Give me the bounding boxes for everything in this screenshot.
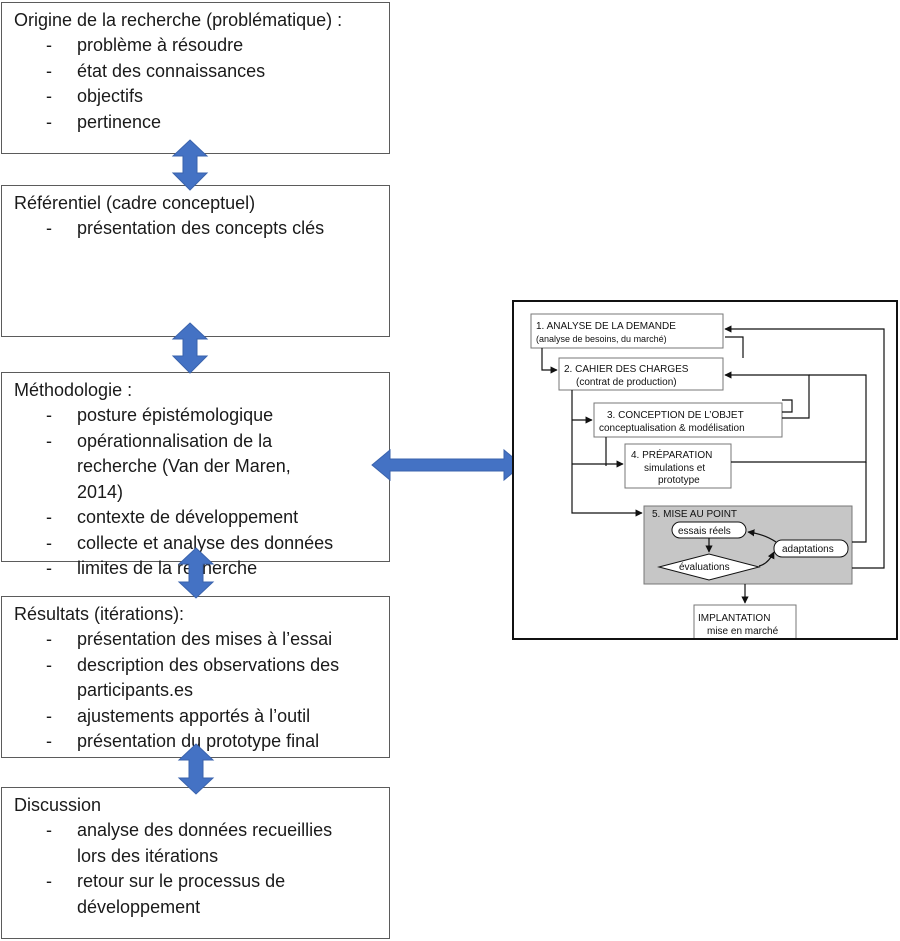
feedback-2-to-1 bbox=[725, 336, 744, 358]
item-list: -posture épistémologique -opérationnalis… bbox=[14, 403, 377, 582]
flow-1-to-2 bbox=[541, 348, 558, 374]
implantation-title: IMPLANTATION bbox=[698, 613, 770, 624]
step1-box bbox=[530, 313, 724, 349]
adaptations-label: adaptations bbox=[782, 544, 834, 555]
list-item: -posture épistémologique bbox=[46, 405, 274, 425]
item-list: -présentation des mises à l’essai -descr… bbox=[14, 627, 377, 755]
step4-sub1: simulations et bbox=[644, 463, 705, 474]
step4-title: 4. PRÉPARATION bbox=[631, 448, 712, 461]
box-title: Résultats (itérations): bbox=[14, 604, 185, 624]
step2-title: 2. CAHIER DES CHARGES bbox=[564, 364, 689, 375]
arrow-adapt-to-essais bbox=[747, 529, 777, 543]
list-item: -description des observations des partic… bbox=[46, 654, 340, 701]
feedback-5-to-4 bbox=[852, 462, 867, 543]
list-item: -objectifs bbox=[46, 86, 144, 106]
feedback-3-loop bbox=[782, 399, 793, 413]
step1-sub: (analyse de besoins, du marché) bbox=[536, 334, 667, 344]
evaluations-label: évaluations bbox=[679, 562, 730, 573]
step3-sub: conceptualisation & modélisation bbox=[599, 423, 745, 434]
step3-box bbox=[593, 402, 783, 438]
model-diagram: 1. ANALYSE DE LA DEMANDE (analyse de bes… bbox=[530, 313, 885, 638]
list-item: -opérationnalisation de la recherche (Va… bbox=[46, 430, 291, 502]
step2-sub: (contrat de production) bbox=[576, 377, 677, 388]
step4-box bbox=[624, 443, 732, 489]
feedback-4-to-2 bbox=[731, 374, 867, 463]
list-item: -état des connaissances bbox=[46, 60, 266, 81]
step5-title: 5. MISE AU POINT bbox=[652, 509, 737, 520]
box-origine: Origine de la recherche (problématique) … bbox=[1, 2, 390, 154]
box-title: Référentiel (cadre conceptuel) bbox=[14, 193, 256, 213]
box-title: Origine de la recherche (problématique) … bbox=[14, 10, 343, 30]
flow-2-to-5 bbox=[571, 390, 643, 517]
implantation-sub: mise en marché bbox=[707, 626, 779, 637]
box-title: Méthodologie : bbox=[14, 380, 133, 400]
list-item: -collecte et analyse des données bbox=[46, 532, 334, 553]
item-list: -présentation des concepts clés bbox=[14, 216, 377, 242]
box-methodologie: Méthodologie : -posture épistémologique … bbox=[1, 372, 390, 578]
list-item: -présentation des mises à l’essai bbox=[46, 629, 333, 649]
list-item: -problème à résoudre bbox=[46, 35, 244, 55]
box-referentiel: Référentiel (cadre conceptuel) -présenta… bbox=[1, 185, 390, 337]
list-item: -présentation du prototype final bbox=[46, 731, 320, 751]
essais-reels-label: essais réels bbox=[678, 526, 731, 537]
adaptations-pill bbox=[773, 539, 849, 558]
double-arrow-horizontal-icon bbox=[371, 448, 523, 482]
step1-title: 1. ANALYSE DE LA DEMANDE bbox=[536, 321, 676, 332]
list-item: -contexte de développement bbox=[46, 507, 299, 527]
list-item: -présentation des concepts clés bbox=[46, 218, 325, 238]
feedback-5-to-1 bbox=[724, 325, 885, 569]
step2-box bbox=[558, 357, 724, 391]
evaluations-diamond bbox=[657, 553, 761, 581]
list-item: -pertinence bbox=[46, 111, 162, 132]
list-item: -ajustements apportés à l’outil bbox=[46, 705, 311, 726]
list-item: -retour sur le processus de développemen… bbox=[46, 871, 286, 917]
list-item: -limites de la recherche bbox=[46, 558, 258, 578]
step3-title: 3. CONCEPTION DE L’OBJET bbox=[607, 410, 744, 421]
development-model-figure: 1. ANALYSE DE LA DEMANDE (analyse de bes… bbox=[512, 300, 898, 640]
item-list: -problème à résoudre -état des connaissa… bbox=[14, 33, 377, 135]
box-title: Discussion bbox=[14, 795, 102, 815]
arrow-eval-to-adapt bbox=[758, 551, 775, 567]
implantation-box bbox=[693, 604, 797, 638]
list-item: -analyse des données recueillies lors de… bbox=[46, 820, 333, 866]
feedback-3-to-2 bbox=[724, 371, 810, 419]
box-discussion: Discussion -analyse des données recueill… bbox=[1, 787, 390, 939]
item-list: -analyse des données recueillies lors de… bbox=[14, 818, 377, 920]
box-resultats: Résultats (itérations): -présentation de… bbox=[1, 596, 390, 758]
step4-sub2: prototype bbox=[658, 475, 700, 486]
